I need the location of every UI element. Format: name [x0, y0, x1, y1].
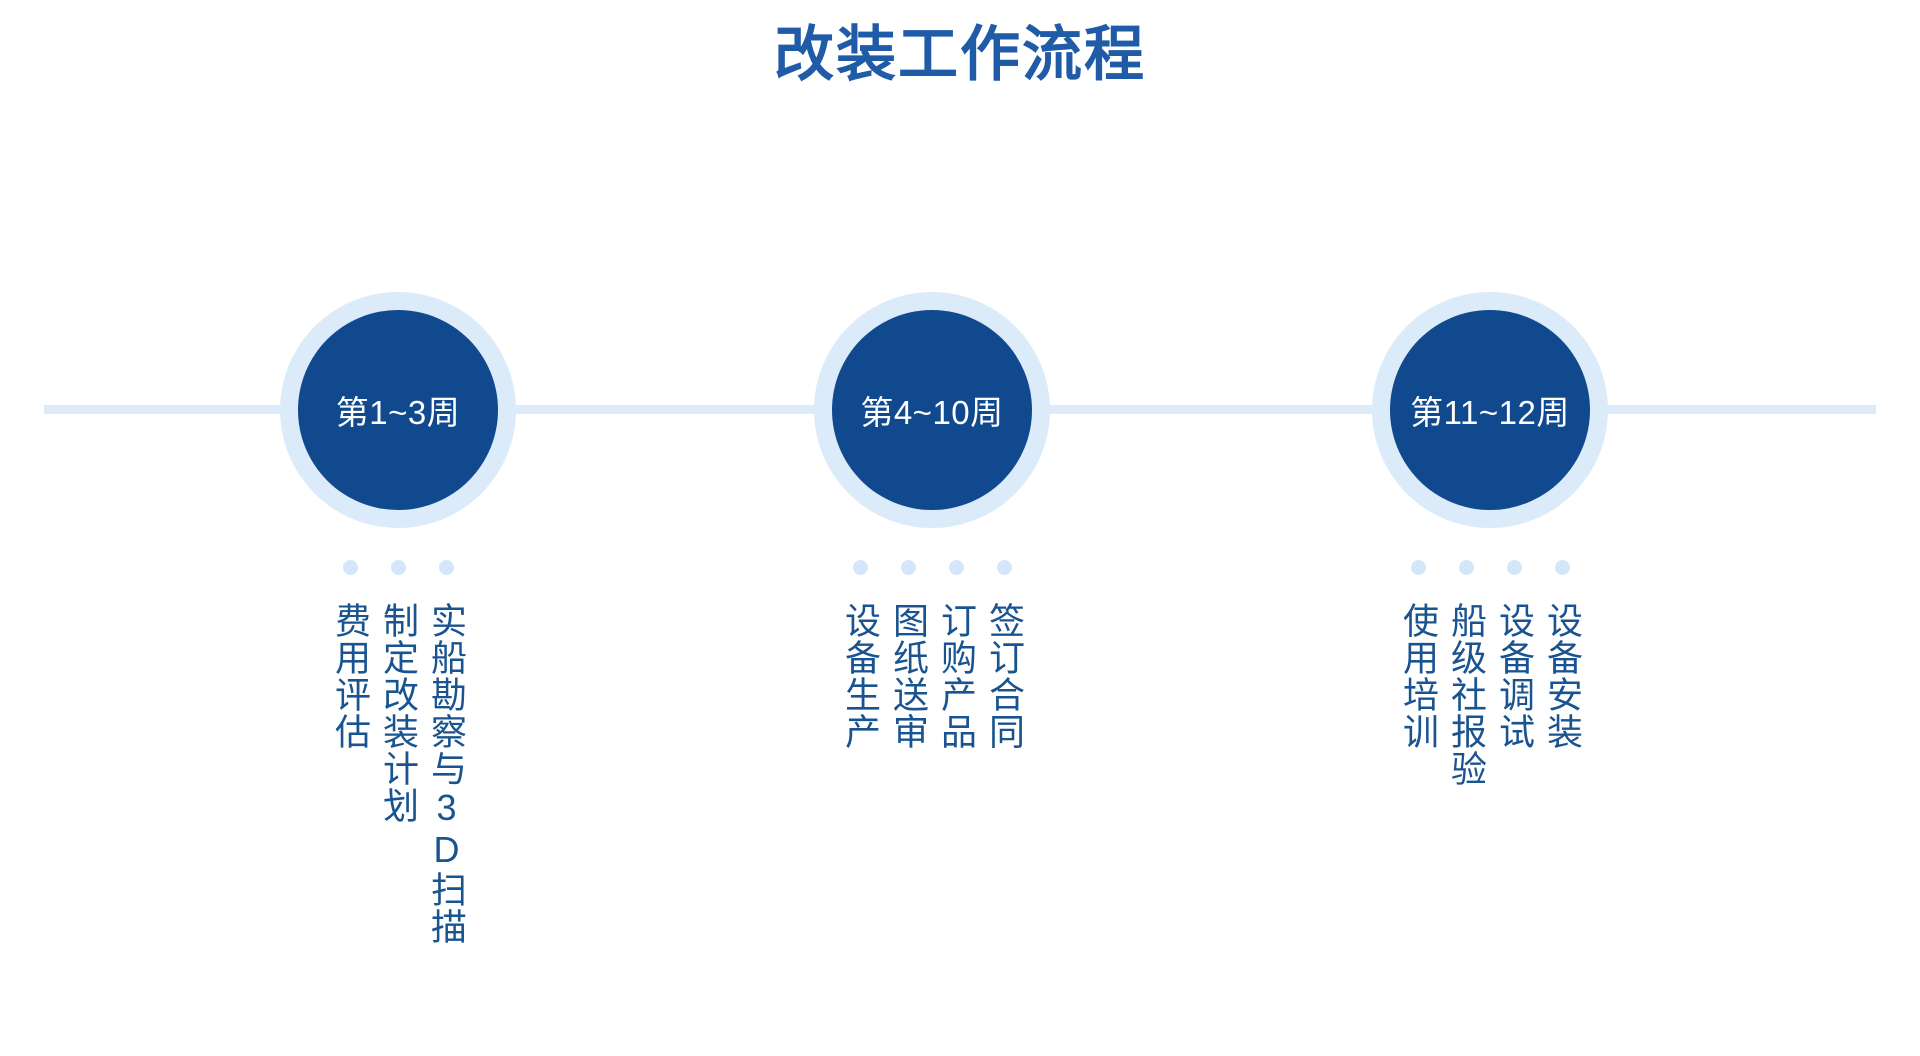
task-dot-icon	[900, 560, 916, 575]
task-dot-icon	[342, 560, 358, 575]
milestone-label: 第1~3周	[335, 394, 461, 431]
task-label: 设备安装	[1541, 602, 1583, 750]
task-item[interactable]: 船级社报验	[1442, 560, 1490, 787]
task-label: 签订合同	[983, 602, 1025, 750]
task-item[interactable]: 签订合同	[980, 560, 1028, 750]
task-item[interactable]: 费用评估	[326, 560, 374, 750]
task-dot-icon	[948, 560, 964, 575]
task-dot-icon	[996, 560, 1012, 575]
milestone-node[interactable]: 第11~12周	[1372, 292, 1608, 528]
task-item[interactable]: 订购产品	[932, 560, 980, 750]
task-dot-icon	[390, 560, 406, 575]
task-label: 制定改装计划	[377, 602, 419, 824]
task-dot-icon	[1506, 560, 1522, 575]
task-label: 设备生产	[839, 602, 881, 750]
task-item[interactable]: 实船勘察与3D扫描	[422, 560, 470, 945]
milestone-label: 第4~10周	[860, 394, 1004, 431]
task-label: 实船勘察与3D扫描	[425, 602, 467, 945]
task-item[interactable]: 设备调试	[1490, 560, 1538, 750]
task-dot-icon	[852, 560, 868, 575]
task-item[interactable]: 制定改装计划	[374, 560, 422, 824]
milestone-circle: 第4~10周	[832, 310, 1032, 510]
task-label: 费用评估	[329, 602, 371, 750]
task-label: 设备调试	[1493, 602, 1535, 750]
task-dot-icon	[1410, 560, 1426, 575]
task-dot-icon	[1458, 560, 1474, 575]
task-list: 实船勘察与3D扫描制定改装计划费用评估	[326, 560, 470, 945]
task-list: 设备安装设备调试船级社报验使用培训	[1394, 560, 1586, 787]
task-label: 订购产品	[935, 602, 977, 750]
task-dot-icon	[438, 560, 454, 575]
milestone-node[interactable]: 第1~3周	[280, 292, 516, 528]
milestone-label: 第11~12周	[1410, 394, 1570, 431]
task-dot-icon	[1554, 560, 1570, 575]
task-item[interactable]: 使用培训	[1394, 560, 1442, 750]
task-label: 使用培训	[1397, 602, 1439, 750]
task-item[interactable]: 图纸送审	[884, 560, 932, 750]
milestone-circle: 第11~12周	[1390, 310, 1590, 510]
task-item[interactable]: 设备生产	[836, 560, 884, 750]
task-label: 图纸送审	[887, 602, 929, 750]
page-title: 改装工作流程	[774, 21, 1146, 88]
milestone-node[interactable]: 第4~10周	[814, 292, 1050, 528]
milestone-circle: 第1~3周	[298, 310, 498, 510]
task-label: 船级社报验	[1445, 602, 1487, 787]
task-item[interactable]: 设备安装	[1538, 560, 1586, 750]
task-list: 签订合同订购产品图纸送审设备生产	[836, 560, 1028, 750]
